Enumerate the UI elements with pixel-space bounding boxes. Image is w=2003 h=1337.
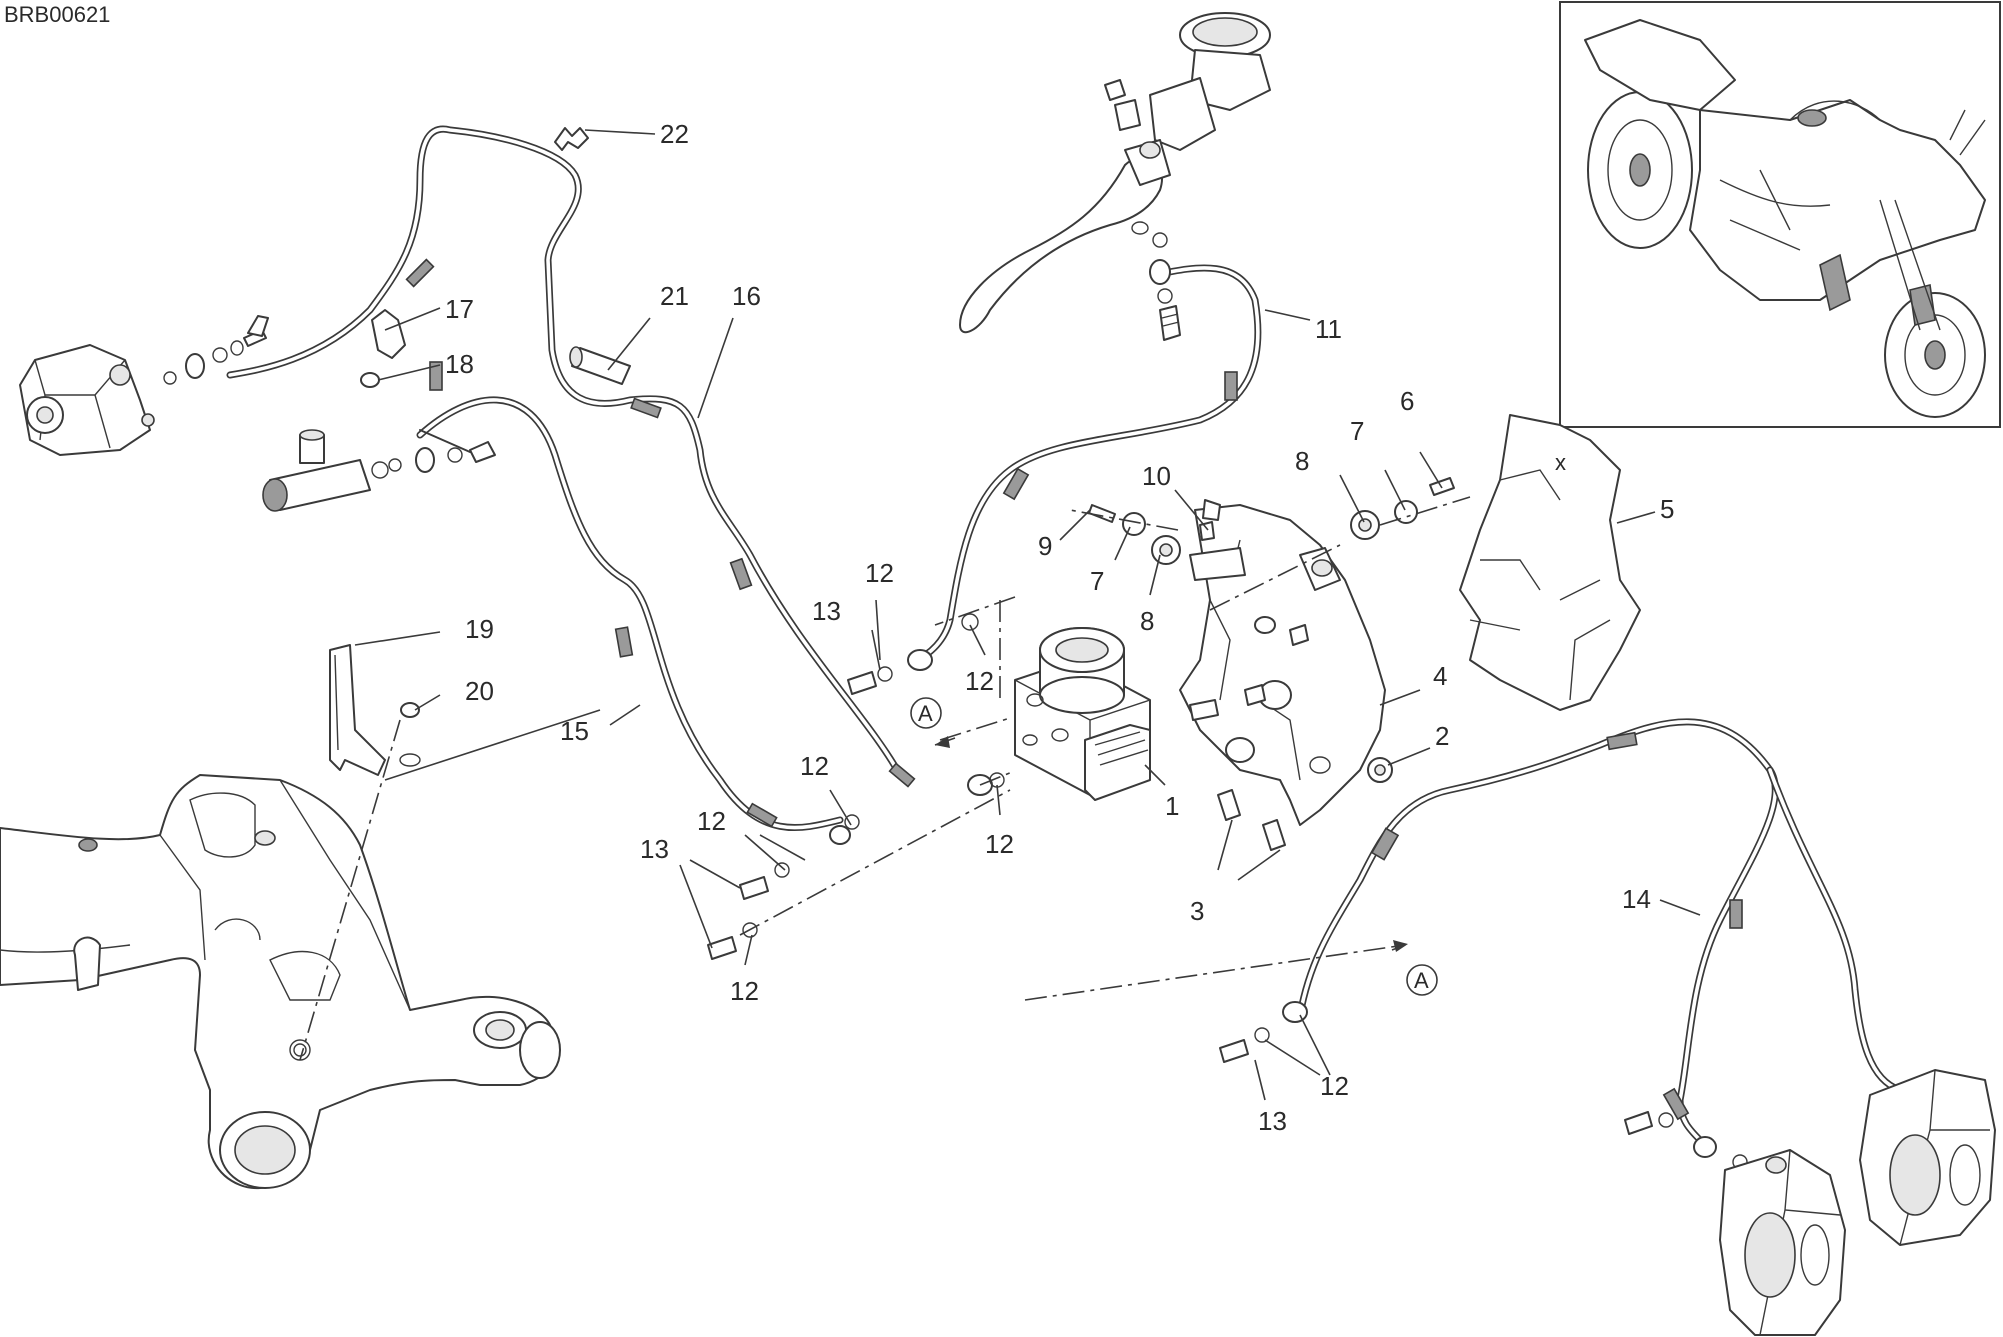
callout-13-top: 13	[812, 596, 841, 626]
callout-12-top: 12	[865, 558, 894, 588]
callout-numbers: 22 17 18 21 16 11 5 6 7 8 10 9 7 8 4 2 1…	[445, 119, 1674, 1136]
abs-bracket-4	[1179, 499, 1386, 826]
callout-12-front: 12	[1320, 1071, 1349, 1101]
callout-5: 5	[1660, 494, 1674, 524]
callout-19: 19	[465, 614, 494, 644]
callout-17: 17	[445, 294, 474, 324]
rear-master-cylinder	[262, 429, 496, 512]
callout-12-abs-right: 12	[985, 829, 1014, 859]
callout-22: 22	[660, 119, 689, 149]
callout-13-lower: 13	[640, 834, 669, 864]
reference-marker-a-left: A	[910, 697, 942, 729]
drawing-code: BRB00621	[4, 2, 110, 27]
callout-18: 18	[445, 349, 474, 379]
nut-18	[360, 372, 380, 388]
callout-7-top: 7	[1350, 416, 1364, 446]
callout-1: 1	[1165, 791, 1179, 821]
hose-clip-22	[554, 127, 589, 151]
callout-8-top: 8	[1295, 446, 1309, 476]
protective-sleeve-21	[569, 346, 631, 385]
callout-10: 10	[1142, 461, 1171, 491]
abs-cover-5: x	[1459, 414, 1641, 711]
screw-10	[1199, 521, 1215, 541]
callout-12-abs-left: 12	[965, 666, 994, 696]
hose-clip-17	[371, 309, 406, 359]
abs-modulator-1	[1014, 627, 1151, 801]
callout-7-bottom: 7	[1090, 566, 1104, 596]
callout-9: 9	[1038, 531, 1052, 561]
front-brake-calipers	[1719, 1069, 1996, 1336]
callout-2: 2	[1435, 721, 1449, 751]
callout-16: 16	[732, 281, 761, 311]
leader-lines	[354, 129, 1701, 1101]
svg-text:x: x	[1555, 450, 1566, 475]
motorcycle-location-inset	[1559, 1, 2001, 428]
bracket-19	[329, 644, 421, 776]
bush-7	[1394, 500, 1418, 524]
rear-brake-caliper	[19, 315, 269, 456]
spacer-3b	[1262, 819, 1286, 851]
banjo-fittings	[707, 613, 1748, 1170]
callout-12-bottom: 12	[730, 976, 759, 1006]
callout-8-bottom: 8	[1140, 606, 1154, 636]
bush-7b	[1122, 512, 1146, 536]
callout-15: 15	[560, 716, 589, 746]
callout-4: 4	[1433, 661, 1447, 691]
svg-text:A: A	[1414, 968, 1429, 993]
reference-marker-a-right: A	[1406, 964, 1438, 996]
callout-13-front: 13	[1258, 1106, 1287, 1136]
svg-text:A: A	[918, 701, 933, 726]
assembly-axis-lines	[299, 496, 1471, 1061]
callout-11: 11	[1315, 314, 1342, 344]
callout-20: 20	[465, 676, 494, 706]
callout-14: 14	[1622, 884, 1651, 914]
callout-6: 6	[1400, 386, 1414, 416]
spacer-3a	[1217, 789, 1241, 821]
callout-21: 21	[660, 281, 689, 311]
callout-12-lower: 12	[697, 806, 726, 836]
callout-3: 3	[1190, 896, 1204, 926]
swingarm	[0, 774, 561, 1190]
front-master-cylinder-lever	[959, 12, 1271, 341]
callout-12-mid: 12	[800, 751, 829, 781]
